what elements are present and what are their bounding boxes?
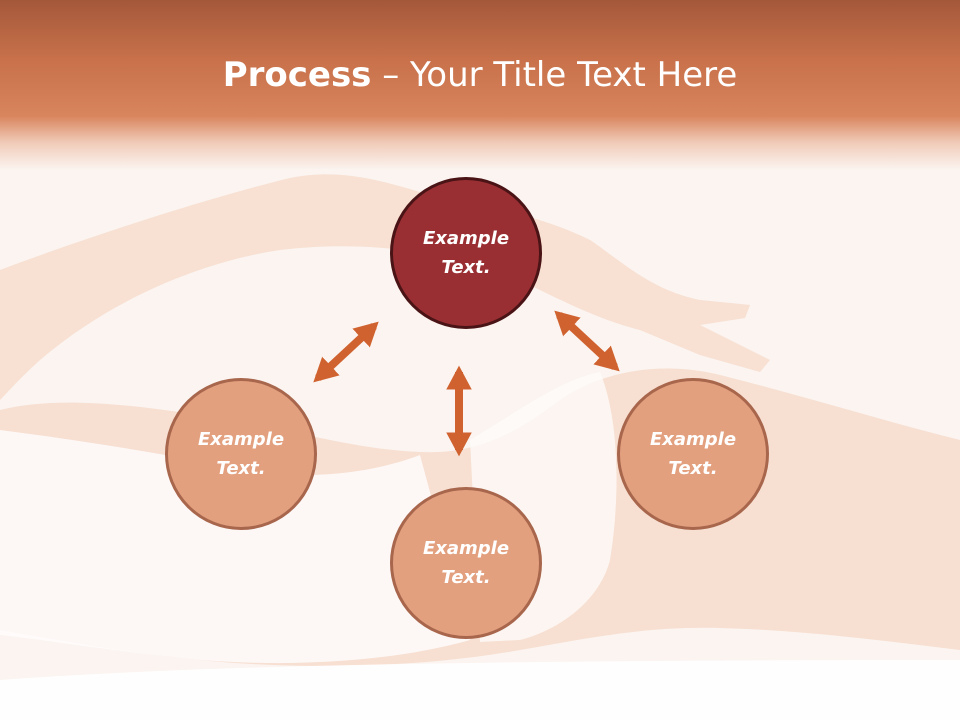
title-band [0,0,960,170]
node-center-line2: Text. [441,257,491,278]
node-center-line1: Example [422,228,510,249]
node-center: Example Text. [390,177,542,329]
arrow-top-left [313,321,379,383]
node-left-line1: Example [197,429,285,450]
node-right-line2: Text. [668,458,718,479]
node-right-line1: Example [649,429,737,450]
arrow-top-right [554,310,620,372]
node-bottom-line1: Example [422,538,510,559]
node-left: Example Text. [165,378,317,530]
title-rest: – Your Title Text Here [371,55,738,95]
node-bottom: Example Text. [390,487,542,639]
node-bottom-line2: Text. [441,567,491,588]
node-right: Example Text. [617,378,769,530]
node-left-line2: Text. [216,458,266,479]
slide-title: Process – Your Title Text Here [0,52,960,98]
title-bold: Process [222,55,372,95]
